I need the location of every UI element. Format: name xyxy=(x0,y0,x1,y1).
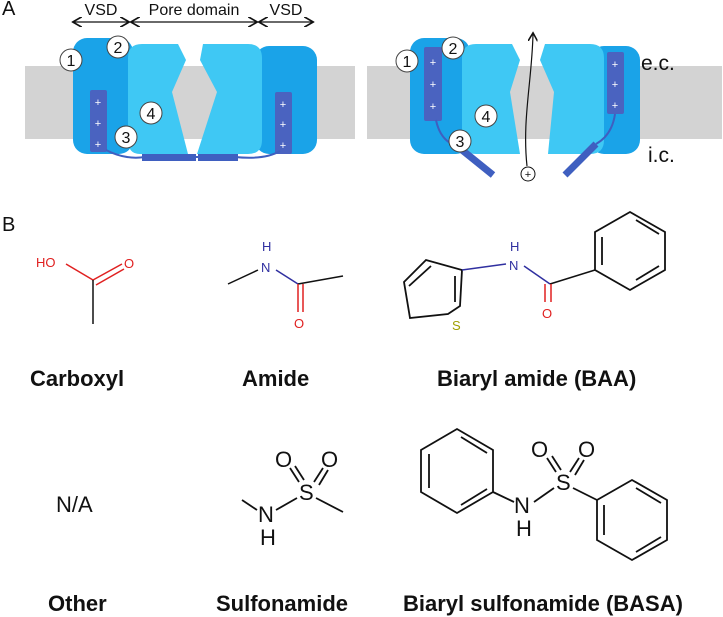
basa-o2: O xyxy=(578,437,595,462)
sulfonamide-s: S xyxy=(299,480,314,505)
baa-name: Biaryl amide (BAA) xyxy=(437,366,637,391)
amide-h: H xyxy=(262,239,271,254)
charge-plus: + xyxy=(430,79,436,91)
charge-plus: + xyxy=(612,79,618,91)
sulfonamide-structure: O O S N H xyxy=(241,447,344,550)
baa-structure: H N S O xyxy=(403,210,666,333)
gate-right-open xyxy=(562,141,599,178)
amide-o: O xyxy=(294,316,304,331)
s4-segment-right-open xyxy=(607,52,624,114)
open-channel: + + + + + + + e.c. i.c. 1 2 3 4 xyxy=(367,34,722,182)
charge-plus: + xyxy=(280,140,286,152)
sulfonamide-h: H xyxy=(260,525,276,550)
circle-marker-1 xyxy=(395,49,419,73)
sulfonamide-o2: O xyxy=(321,447,338,472)
basa-name: Biaryl sulfonamide (BASA) xyxy=(403,591,683,616)
cation-plus: + xyxy=(525,169,531,181)
circle-label-4: 4 xyxy=(147,106,156,123)
carboxyl-name: Carboxyl xyxy=(30,366,125,391)
basa-o1: O xyxy=(531,437,548,462)
gate-left xyxy=(142,154,196,161)
baa-o: O xyxy=(542,306,552,321)
pore-left-open xyxy=(462,44,520,154)
gate-right xyxy=(198,154,238,161)
charge-plus: + xyxy=(95,97,101,109)
circle-marker-3 xyxy=(448,129,472,153)
charge-plus: + xyxy=(280,119,286,131)
pore-label: Pore domain xyxy=(149,2,240,19)
gate-left-open xyxy=(459,147,496,178)
charge-plus: + xyxy=(95,139,101,151)
charge-plus: + xyxy=(280,99,286,111)
other-name: Other xyxy=(48,591,107,616)
s4-segment-left xyxy=(90,90,107,152)
s4-segment-left-open xyxy=(424,47,442,121)
circle-marker-2 xyxy=(441,36,465,60)
basa-structure: O O S N H xyxy=(420,427,668,562)
panel-label-a: A xyxy=(2,0,16,20)
circle-marker-2 xyxy=(106,35,130,59)
sulfonamide-o1: O xyxy=(275,447,292,472)
circle-marker-1 xyxy=(59,48,83,72)
s4-segment-right xyxy=(275,92,292,154)
circle-marker-4 xyxy=(474,104,498,128)
pore-right-open xyxy=(540,44,604,154)
baa-n: N xyxy=(509,258,518,273)
charge-plus: + xyxy=(95,118,101,130)
charge-plus: + xyxy=(430,101,436,113)
linker-right-open xyxy=(595,113,616,145)
amide-n: N xyxy=(261,260,270,275)
basa-h: H xyxy=(516,516,532,541)
amide-name: Amide xyxy=(242,366,310,391)
carboxyl-structure: HO O xyxy=(36,255,134,324)
other-value: N/A xyxy=(56,492,93,517)
baa-s: S xyxy=(452,318,461,333)
circle-label-3: 3 xyxy=(456,134,465,151)
circle-label-3: 3 xyxy=(122,130,131,147)
charge-plus: + xyxy=(612,59,618,71)
carboxyl-ho: HO xyxy=(36,255,56,270)
vsd-right-label: VSD xyxy=(270,2,303,19)
panel-label-b: B xyxy=(2,214,16,236)
ic-label: i.c. xyxy=(648,144,675,167)
ion-flow-arrow xyxy=(525,34,533,167)
pore-right xyxy=(197,44,262,154)
circle-marker-3 xyxy=(114,125,138,149)
pore-left xyxy=(128,44,188,154)
amide-structure: H N O xyxy=(227,239,344,331)
basa-s: S xyxy=(556,470,571,495)
circle-label-2: 2 xyxy=(449,41,458,58)
circle-marker-4 xyxy=(139,101,163,125)
sulfonamide-n: N xyxy=(258,502,274,527)
closed-channel: + + + + + + VSD Pore domain VSD 1 2 3 4 xyxy=(25,2,355,161)
carboxyl-o: O xyxy=(124,256,134,271)
sulfonamide-name: Sulfonamide xyxy=(216,591,349,616)
cation-icon xyxy=(520,166,536,182)
circle-label-1: 1 xyxy=(67,53,76,70)
baa-h: H xyxy=(510,239,519,254)
charge-plus: + xyxy=(430,57,436,69)
ec-label: e.c. xyxy=(641,52,675,75)
circle-label-1: 1 xyxy=(403,54,412,71)
circle-label-2: 2 xyxy=(114,40,123,57)
circle-label-4: 4 xyxy=(482,109,491,126)
vsd-left-label: VSD xyxy=(85,2,118,19)
charge-plus: + xyxy=(612,100,618,112)
basa-n: N xyxy=(514,493,530,518)
